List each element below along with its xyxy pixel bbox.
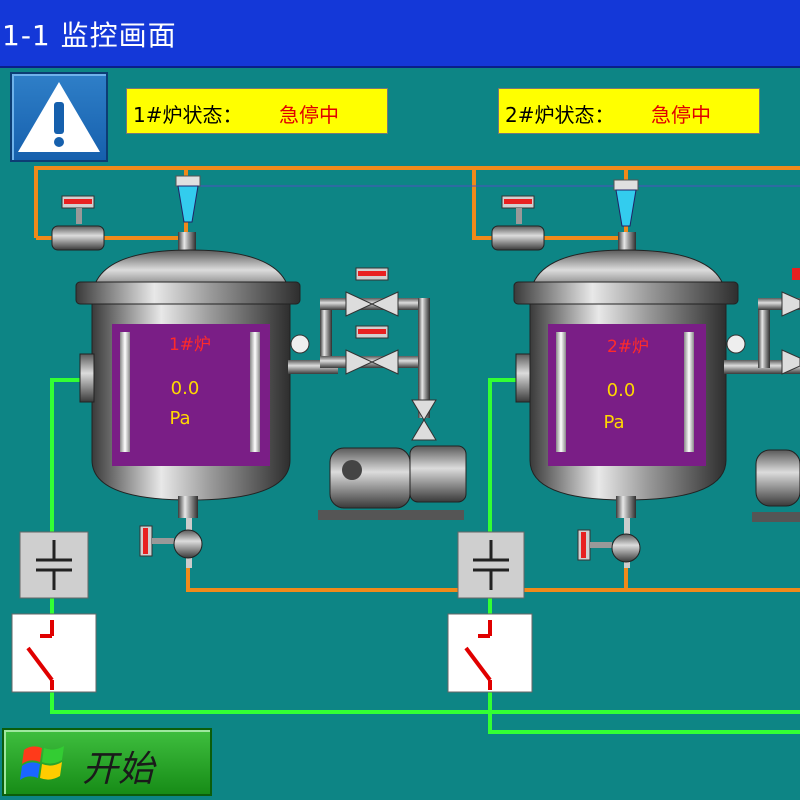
green-wires	[50, 378, 800, 734]
start-button-label: 开始	[82, 749, 155, 790]
furnace2-status-value: 急停中	[651, 103, 711, 127]
furnace1-name: 1#炉	[168, 335, 212, 355]
furnace2-status-box: 2#炉状态： 急停中	[498, 88, 760, 134]
capacitor-symbol-1	[19, 531, 89, 599]
capacitor-symbol-2	[457, 531, 525, 599]
furnace1-status-value: 急停中	[279, 103, 339, 127]
page-title: 1-1 监控画面	[2, 19, 177, 52]
furnace1-status-label: 1#炉状态：	[133, 103, 243, 127]
furnace1-status-box: 1#炉状态： 急停中	[126, 88, 388, 134]
bottom-valve-1	[139, 525, 203, 559]
inlet-valve-1	[175, 175, 201, 223]
side-piping-2	[724, 268, 800, 522]
furnace1-pressure-unit: Pa	[169, 408, 191, 429]
title-bar: 1-1 监控画面	[0, 0, 800, 68]
bottom-valve-2	[577, 529, 641, 563]
furnace2-pressure-unit: Pa	[603, 412, 625, 433]
tank-1	[75, 232, 301, 568]
top-valve-2	[491, 195, 545, 251]
furnace2-name: 2#炉	[606, 337, 650, 357]
pump-motor-1	[318, 445, 467, 520]
furnace1-pressure-value: 0.0	[170, 378, 200, 399]
furnace2-status-label: 2#炉状态：	[505, 103, 615, 127]
warning-icon	[18, 82, 100, 152]
inlet-valve-2	[613, 179, 639, 227]
warning-button[interactable]	[10, 72, 108, 162]
windows-logo-icon	[20, 746, 64, 780]
top-valve-1	[51, 195, 105, 251]
switch-symbol-2	[447, 613, 533, 693]
furnace2-pressure-value: 0.0	[606, 380, 636, 401]
side-piping-1	[288, 267, 437, 441]
switch-symbol-1	[11, 613, 97, 693]
start-button[interactable]: 开始	[2, 728, 212, 796]
